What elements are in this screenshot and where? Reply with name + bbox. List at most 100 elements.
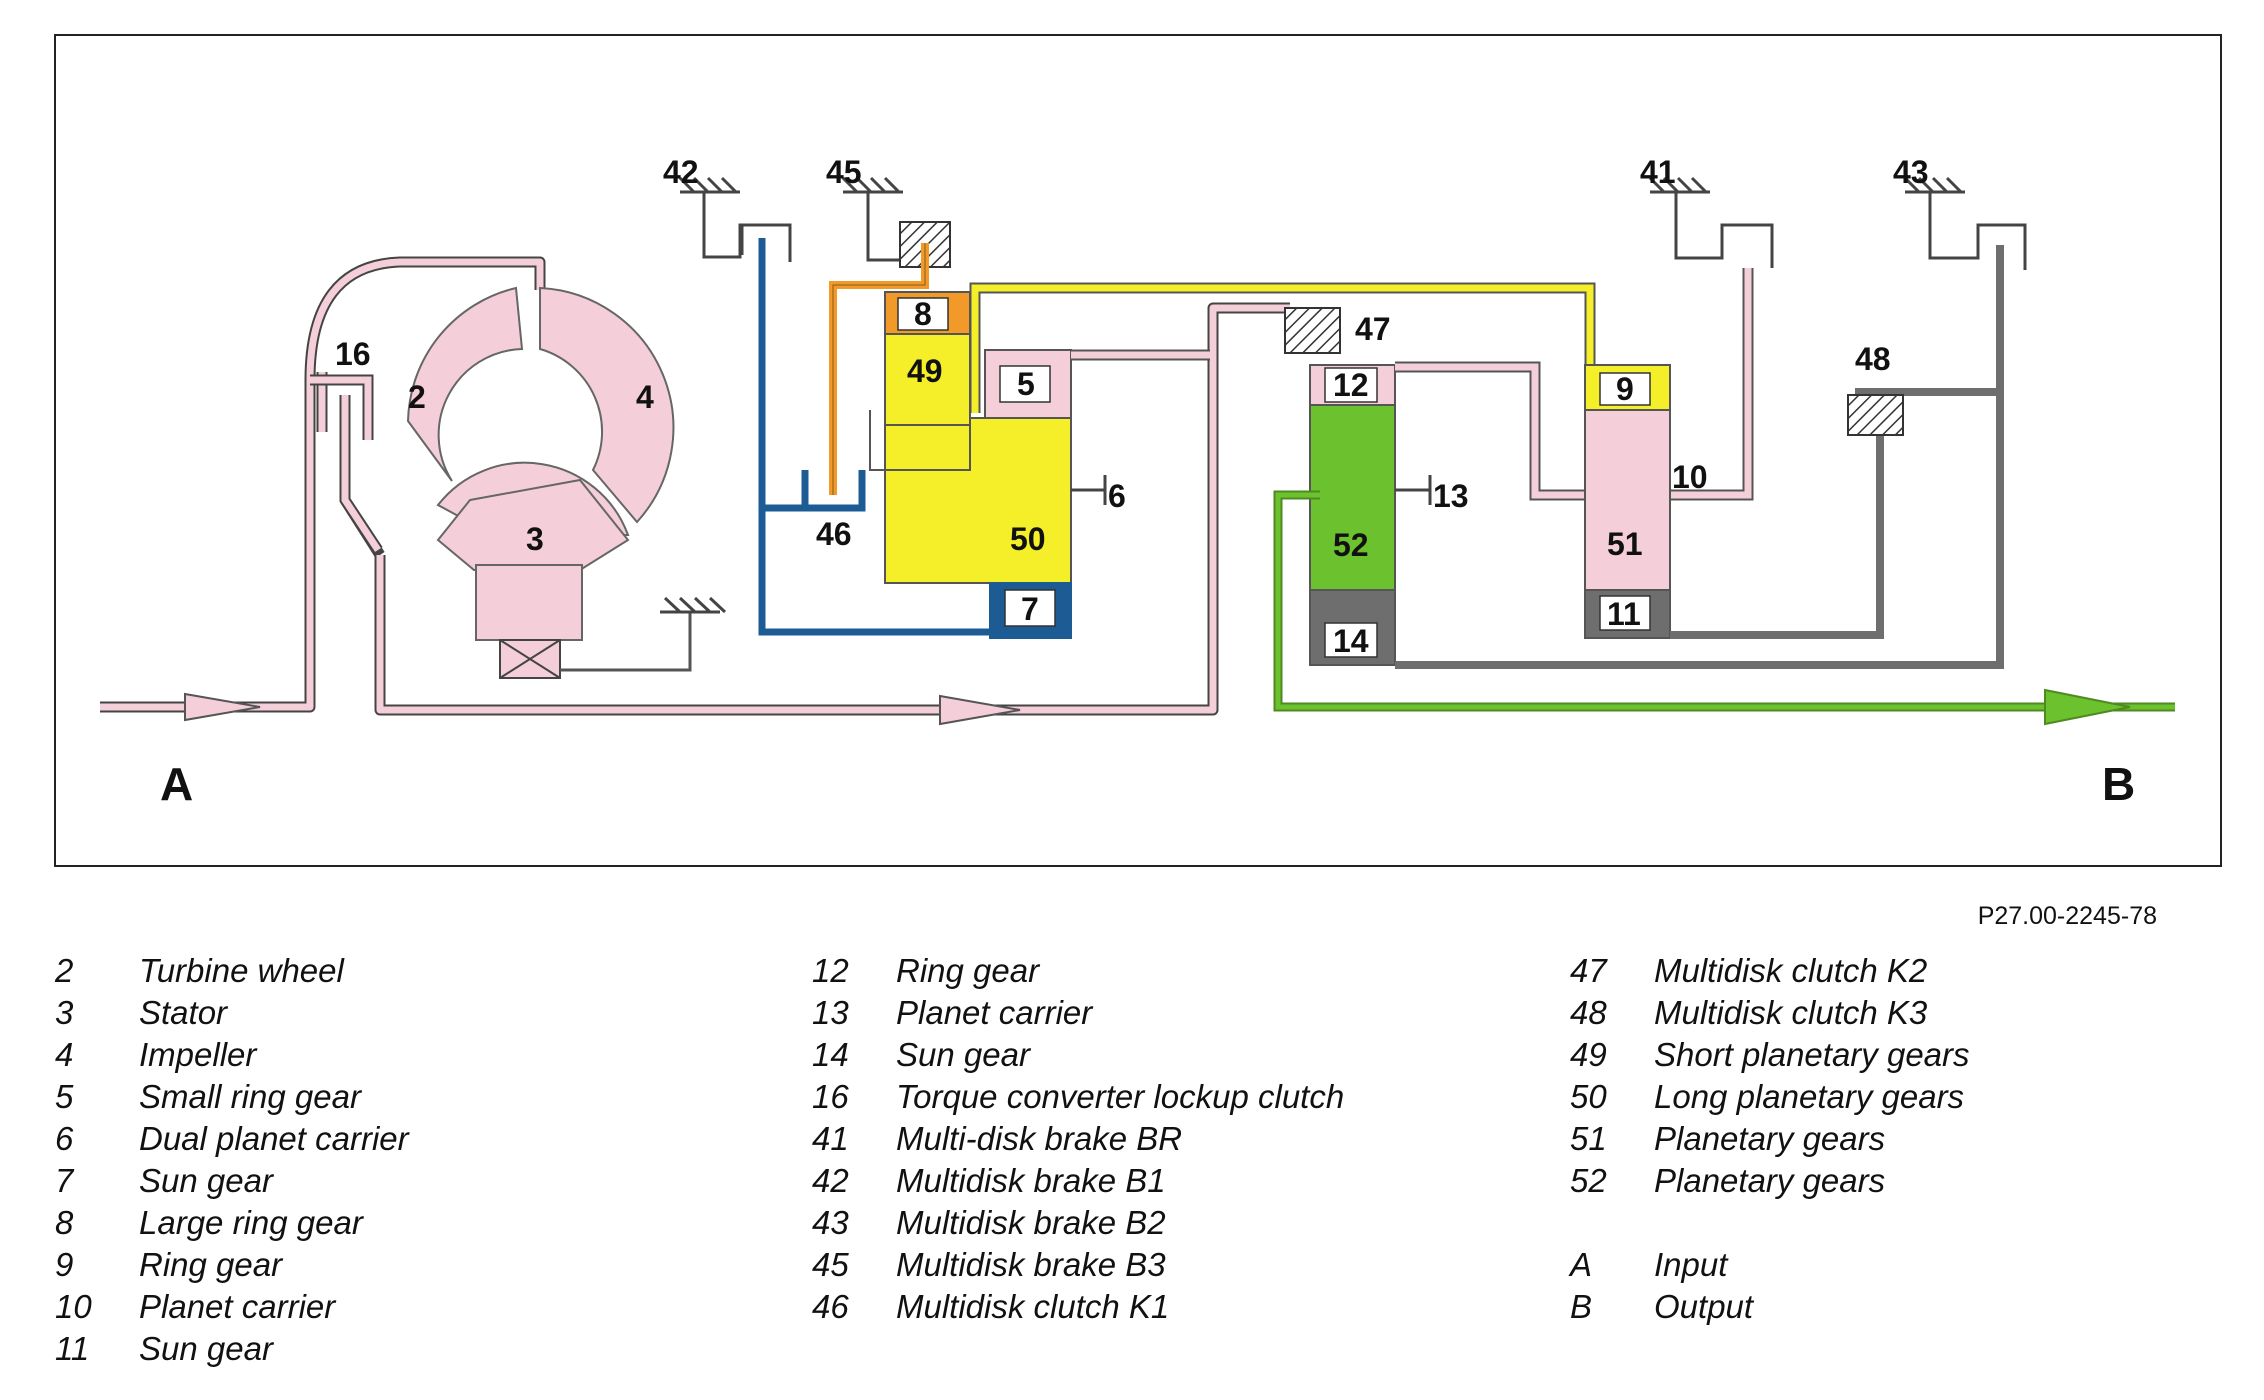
- legend-text: Large ring gear: [139, 1204, 363, 1241]
- label-43: 43: [1893, 154, 1929, 190]
- clutch-k2-pack: [1284, 307, 1341, 354]
- freewheel-x: [499, 639, 561, 679]
- legend-text: Output: [1654, 1288, 1754, 1325]
- legend-text: Multidisk brake B1: [896, 1162, 1166, 1199]
- stator-hub: [475, 564, 583, 641]
- legend-text: Planet carrier: [139, 1288, 336, 1325]
- legend-text: Multi-disk brake BR: [896, 1120, 1183, 1157]
- legend-number: 41: [812, 1120, 849, 1157]
- label-5: 5: [1017, 366, 1035, 402]
- label-49: 49: [907, 353, 943, 389]
- legend-number: 45: [812, 1246, 849, 1283]
- legend-item: B Output: [1570, 1286, 1970, 1328]
- label-48: 48: [1855, 341, 1891, 377]
- legend-spacer: [1570, 1202, 1970, 1244]
- legend-text: Sun gear: [139, 1330, 273, 1367]
- legend-number: 43: [812, 1204, 849, 1241]
- legend-number: 4: [55, 1036, 74, 1073]
- label-51: 51: [1607, 526, 1643, 562]
- gear-50-block: [884, 417, 1072, 584]
- legend-text: Dual planet carrier: [139, 1120, 409, 1157]
- legend-text: Multidisk clutch K3: [1654, 994, 1928, 1031]
- legend-number: 49: [1570, 1036, 1607, 1073]
- output-shaft: [1273, 490, 2175, 712]
- legend-number: 8: [55, 1204, 74, 1241]
- legend-number: B: [1570, 1288, 1593, 1325]
- legend-text: Planetary gears: [1654, 1120, 1886, 1157]
- legend-number: 7: [55, 1162, 74, 1199]
- turbine-wheel-2: [406, 286, 524, 482]
- legend-text: Ring gear: [139, 1246, 283, 1283]
- impeller-4: [539, 286, 675, 524]
- label-8: 8: [914, 296, 932, 332]
- legend-number: 51: [1570, 1120, 1607, 1157]
- legend-number: 16: [812, 1078, 849, 1115]
- label-50: 50: [1010, 521, 1046, 557]
- label-42: 42: [663, 154, 699, 190]
- legend-item: 8 Large ring gear: [55, 1202, 409, 1244]
- label-12: 12: [1333, 367, 1369, 403]
- legend-number: 14: [812, 1036, 849, 1073]
- legend-text: Sun gear: [896, 1036, 1030, 1073]
- legend-item: 51 Planetary gears: [1570, 1118, 1970, 1160]
- legend-text: Multidisk clutch K2: [1654, 952, 1928, 989]
- legend-number: 5: [55, 1078, 74, 1115]
- label-2: 2: [408, 379, 426, 415]
- legend-text: Multidisk brake B3: [896, 1246, 1166, 1283]
- gray-shaft-11: [1670, 415, 1884, 639]
- label-41: 41: [1640, 154, 1676, 190]
- legend-item: 41 Multi-disk brake BR: [812, 1118, 1344, 1160]
- legend-text: Long planetary gears: [1654, 1078, 1965, 1115]
- ground-43: [1903, 176, 2027, 270]
- legend-item: A Input: [1570, 1244, 1970, 1286]
- legend-number: 12: [812, 952, 849, 989]
- ground-45: [841, 176, 903, 262]
- legend-text: Stator: [139, 994, 228, 1031]
- figure-reference: P27.00-2245-78: [1977, 902, 2157, 930]
- label-13: 13: [1433, 478, 1469, 514]
- legend-text: Input: [1654, 1246, 1728, 1283]
- label-6: 6: [1108, 478, 1126, 514]
- legend-number: 42: [812, 1162, 849, 1199]
- diagram-border: [54, 34, 2222, 867]
- legend-item: 42 Multidisk brake B1: [812, 1160, 1344, 1202]
- legend-number: 50: [1570, 1078, 1607, 1115]
- k1-basket: [762, 470, 866, 512]
- input-arrow: [184, 692, 261, 722]
- legend-number: 10: [55, 1288, 92, 1325]
- label-10: 10: [1672, 459, 1708, 495]
- legend-number: A: [1570, 1246, 1593, 1283]
- gray-shaft-14: [1395, 245, 2004, 669]
- label-45: 45: [826, 154, 862, 190]
- legend-number: 13: [812, 994, 849, 1031]
- legend-number: 47: [1570, 952, 1607, 989]
- label-3: 3: [526, 521, 544, 557]
- gear-51-block: [1584, 409, 1671, 591]
- turbine-shaft: [374, 302, 1290, 716]
- label-47: 47: [1355, 311, 1391, 347]
- label-16: 16: [335, 336, 371, 372]
- label-14: 14: [1333, 623, 1369, 659]
- legend-item: 50 Long planetary gears: [1570, 1076, 1970, 1118]
- output-arrow: [2044, 688, 2131, 726]
- label-46: 46: [816, 516, 852, 552]
- transmission-power-flow-diagram: 2 4 3 16 42 45 8 49 5 6 46 50 7 47 12 13…: [54, 34, 2222, 867]
- turbine-arrow: [939, 694, 1021, 726]
- clutch-k3-pack: [1847, 394, 1904, 436]
- label-4: 4: [636, 379, 654, 415]
- lockup-clutch-16: [310, 372, 385, 558]
- legend-number: 3: [55, 994, 74, 1031]
- legend-item: 45 Multidisk brake B3: [812, 1244, 1344, 1286]
- label-52: 52: [1333, 527, 1369, 563]
- legend-item: 14 Sun gear: [812, 1034, 1344, 1076]
- legend-text: Ring gear: [896, 952, 1040, 989]
- ground-42: [678, 176, 792, 262]
